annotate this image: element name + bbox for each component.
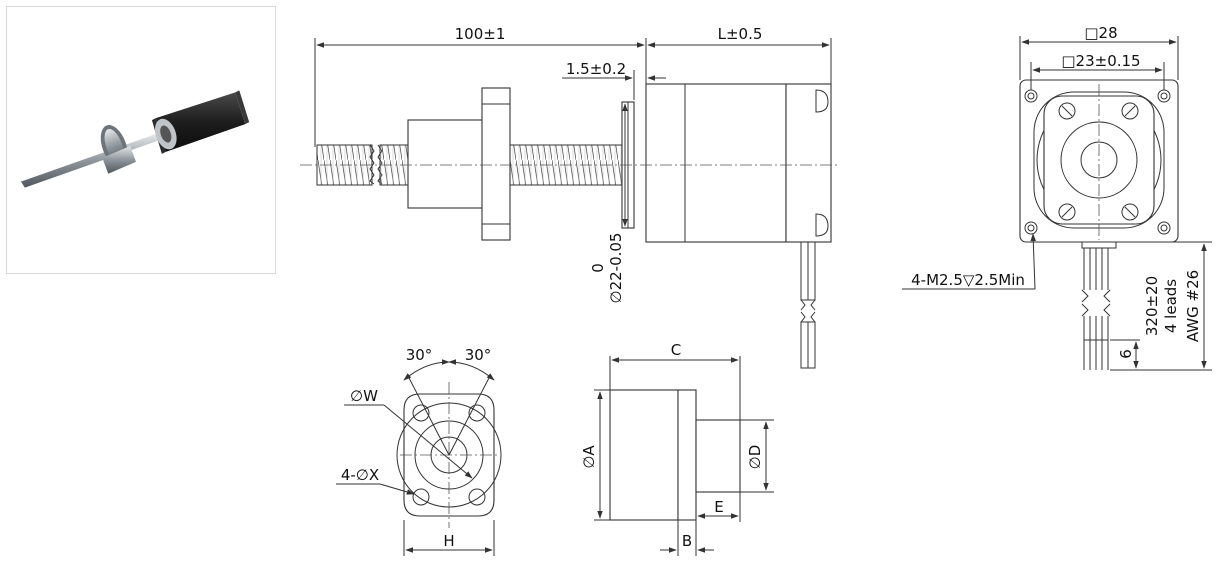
dim-pcd: ∅W <box>350 387 378 405</box>
nut-hole-bl <box>412 488 430 506</box>
nut-side-boss <box>695 419 741 493</box>
nut-side-flange <box>677 389 697 521</box>
dim-lead-gauge: AWG #26 <box>1184 270 1202 342</box>
dim-strip-length: 6 <box>1117 349 1135 359</box>
shaft-hole <box>1080 141 1118 179</box>
motor-body <box>645 83 787 243</box>
dim-motor-length: L±0.5 <box>718 25 763 43</box>
dim-nut-body-length: E <box>714 498 723 516</box>
dim-nut-length: C <box>671 341 681 359</box>
mount-hole-br <box>1157 221 1171 235</box>
dim-lead-length: 320±20 <box>1143 276 1161 336</box>
dim-mount-holes: 4-M2.5▽2.5Min <box>911 271 1025 289</box>
dim-nut-outer-diameter: ∅A <box>580 445 598 469</box>
motor-front-view: □28 □23±0.15 4-M2.5▽2.5Min 320±20 4 lead… <box>902 24 1212 371</box>
nut-hole-tl <box>412 404 430 422</box>
dim-screw-length: 100±1 <box>455 25 506 43</box>
nut-flange <box>481 87 511 241</box>
nut-hole-tr <box>468 404 486 422</box>
nut-body <box>407 119 485 209</box>
nut-front-view: 30° 30° ∅W 4-∅X H <box>336 346 502 556</box>
dim-flange-thickness: B <box>682 532 692 550</box>
side-view: 100±1 L±0.5 1.5±0.2 0 ∅22-0.05 <box>300 25 840 369</box>
dim-angle-right: 30° <box>465 346 492 364</box>
linear-stepper-motor-photo <box>20 90 250 188</box>
dim-nut-body-diameter: ∅D <box>746 445 764 470</box>
nut-side-body <box>609 389 679 521</box>
dim-nut-holes: 4-∅X <box>341 466 379 484</box>
dim-frame-size: □28 <box>1084 24 1117 42</box>
dim-pilot-depth: 1.5±0.2 <box>566 60 626 78</box>
dim-nut-width: H <box>443 532 454 550</box>
product-photo <box>6 6 276 274</box>
dim-angle-left: 30° <box>406 346 433 364</box>
motor-end-cap <box>785 83 832 243</box>
lead-wires <box>1081 248 1111 370</box>
boss <box>1060 121 1138 199</box>
dim-lead-count: 4 leads <box>1162 279 1180 333</box>
nut-hole-br <box>468 488 486 506</box>
dim-pilot-tol: 0 <box>589 263 607 273</box>
dim-pilot-diameter: ∅22-0.05 <box>607 233 625 304</box>
dim-hole-spacing: □23±0.15 <box>1061 52 1140 70</box>
nut-side-view: C ∅A ∅D E B <box>580 341 774 556</box>
